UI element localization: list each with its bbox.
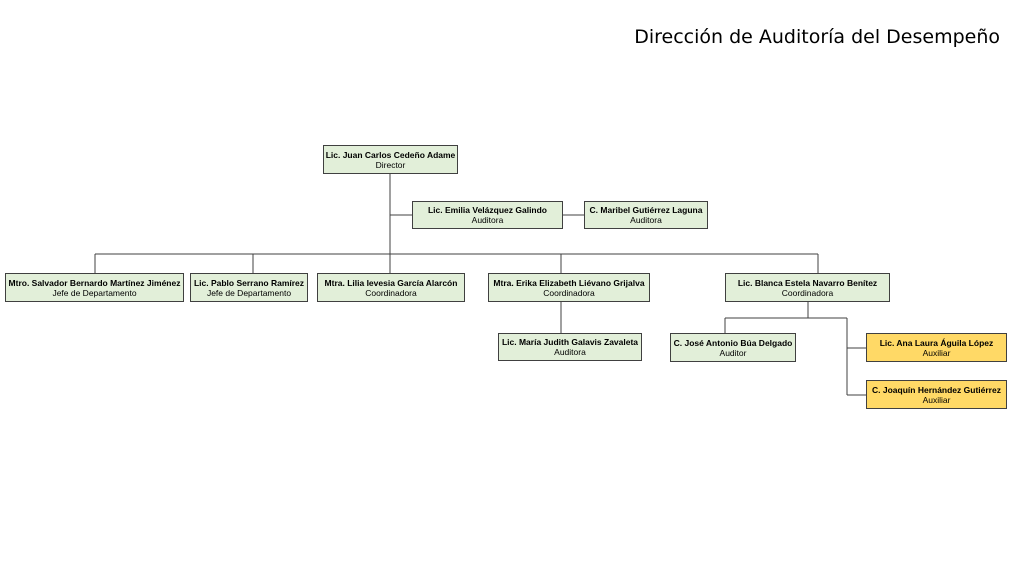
node-maribel: C. Maribel Gutiérrez Laguna Auditora [584, 201, 708, 229]
node-name: C. Joaquín Hernández Gutiérrez [872, 384, 1001, 395]
node-name: C. Maribel Gutiérrez Laguna [589, 205, 703, 215]
node-blanca: Lic. Blanca Estela Navarro Benítez Coord… [725, 273, 890, 302]
node-maria: Lic. María Judith Galavis Zavaleta Audit… [498, 333, 642, 361]
node-lilia: Mtra. Lilia Ievesia García Alarcón Coord… [317, 273, 465, 302]
node-pablo: Lic. Pablo Serrano Ramírez Jefe de Depar… [190, 273, 308, 302]
node-role: Coordinadora [543, 287, 595, 298]
node-role: Auxiliar [922, 394, 951, 405]
node-role: Coordinadora [781, 287, 834, 298]
node-jose: C. José Antonio Búa Delgado Auditor [670, 333, 796, 362]
node-director: Lic. Juan Carlos Cedeño Adame Director [323, 145, 458, 174]
page-title: Dirección de Auditoría del Desempeño [634, 26, 1000, 48]
node-name: Mtra. Lilia Ievesia García Alarcón [324, 277, 458, 288]
node-name: Lic. Emilia Velázquez Galindo [427, 205, 548, 215]
node-ana: Lic. Ana Laura Águila López Auxiliar [866, 333, 1007, 362]
node-role: Auxiliar [922, 347, 951, 358]
node-name: Lic. María Judith Galavis Zavaleta [501, 337, 639, 347]
node-role: Coordinadora [365, 287, 417, 298]
node-name: Lic. Blanca Estela Navarro Benítez [737, 277, 878, 288]
node-joaquin: C. Joaquín Hernández Gutiérrez Auxiliar [866, 380, 1007, 409]
node-name: C. José Antonio Búa Delgado [673, 337, 793, 348]
node-role: Auditora [471, 215, 504, 225]
node-role: Auditor [719, 347, 747, 358]
node-salvador: Mtro. Salvador Bernardo Martínez Jiménez… [5, 273, 184, 302]
node-role: Jefe de Departamento [206, 287, 292, 298]
node-name: Lic. Ana Laura Águila López [879, 337, 994, 348]
node-role: Auditora [630, 215, 662, 225]
node-role: Auditora [554, 347, 586, 357]
node-name: Mtra. Erika Elizabeth Liévano Grijalva [493, 277, 645, 288]
node-role: Director [375, 159, 406, 170]
node-name: Mtro. Salvador Bernardo Martínez Jiménez [8, 277, 181, 288]
node-name: Lic. Juan Carlos Cedeño Adame [325, 149, 456, 160]
node-emilia: Lic. Emilia Velázquez Galindo Auditora [412, 201, 563, 229]
node-erika: Mtra. Erika Elizabeth Liévano Grijalva C… [488, 273, 650, 302]
node-role: Jefe de Departamento [52, 287, 137, 298]
node-name: Lic. Pablo Serrano Ramírez [193, 277, 305, 288]
